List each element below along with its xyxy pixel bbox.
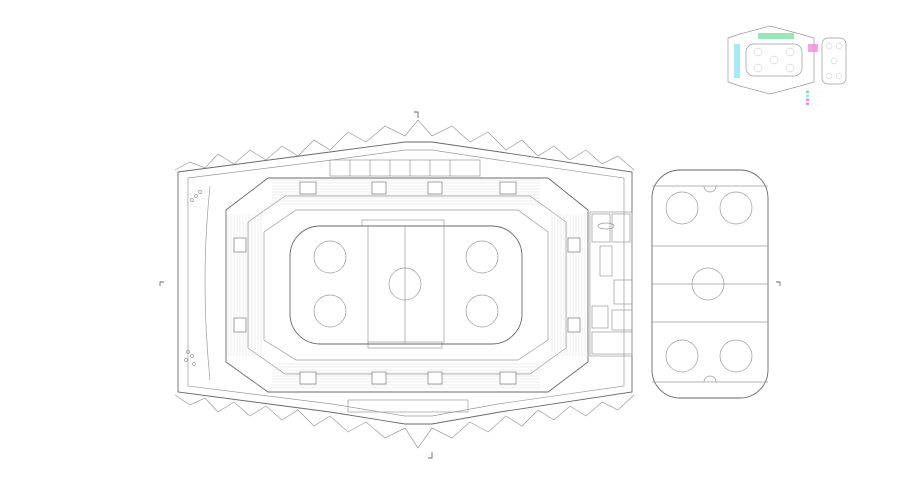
roof-truss-outline-bottom	[174, 394, 635, 449]
rink-faceoff-circle	[719, 191, 753, 225]
arena-center-circle	[388, 267, 422, 301]
key-plan-legend: · · · · · · ·· · · · · · ·· · · · · · ··…	[806, 90, 822, 106]
seating-bowl-rink-edge	[263, 209, 549, 361]
rink-center-circle	[691, 267, 725, 301]
key-plan-green-zone	[758, 33, 794, 39]
arena-faceoff-circle	[465, 240, 499, 274]
team-bench-north	[361, 219, 445, 227]
key-plan-magenta-zone	[808, 44, 818, 52]
building-envelope-inner	[187, 149, 625, 417]
rink-faceoff-circle	[719, 339, 753, 373]
south-suites	[347, 399, 469, 413]
key-plan-ice	[745, 43, 803, 77]
legend-swatch	[806, 102, 809, 106]
west-concourse-wall	[204, 185, 211, 381]
seating-bowl-inner	[247, 195, 567, 375]
section-marker-east	[776, 281, 781, 286]
roof-truss-outline	[174, 119, 635, 171]
arena-ice-surface	[289, 225, 523, 345]
arena-faceoff-circle	[313, 294, 347, 328]
rink-faceoff-circle	[665, 191, 699, 225]
main-arena-plan	[159, 111, 635, 459]
upper-seating-bowl	[225, 177, 589, 393]
ice-rink-plan	[651, 169, 781, 399]
legend-label: · · · · · · ·	[811, 99, 822, 102]
key-plan-arena-outline	[727, 25, 815, 95]
building-envelope	[177, 141, 633, 425]
seat-rows	[227, 179, 586, 389]
section-marker-west	[159, 281, 164, 286]
rink-faceoff-circle	[665, 339, 699, 373]
key-plan-thumbnail: · · · · · · ·· · · · · · ·· · · · · · ··…	[727, 25, 847, 106]
north-suites	[329, 159, 481, 177]
section-marker-south	[428, 452, 433, 459]
section-marker-north	[414, 111, 419, 118]
key-plan-rink	[821, 37, 847, 85]
legend-swatch	[806, 94, 809, 98]
rink-goal-crease-north	[703, 185, 717, 193]
legend-label: · · · · · · ·	[811, 91, 822, 94]
legend-swatch	[806, 98, 809, 102]
legend-label: · · · · · ·	[811, 103, 820, 106]
legend-label: · · · · · · ·	[811, 95, 822, 98]
east-service-block	[589, 211, 633, 357]
arena-faceoff-circle	[465, 294, 499, 328]
vomitories	[233, 181, 581, 385]
legend-swatch	[806, 90, 809, 94]
arena-faceoff-circle	[313, 240, 347, 274]
key-plan-cyan-zone	[734, 44, 740, 78]
lobby-furniture	[184, 190, 202, 366]
rink-goal-crease-south	[703, 375, 717, 383]
